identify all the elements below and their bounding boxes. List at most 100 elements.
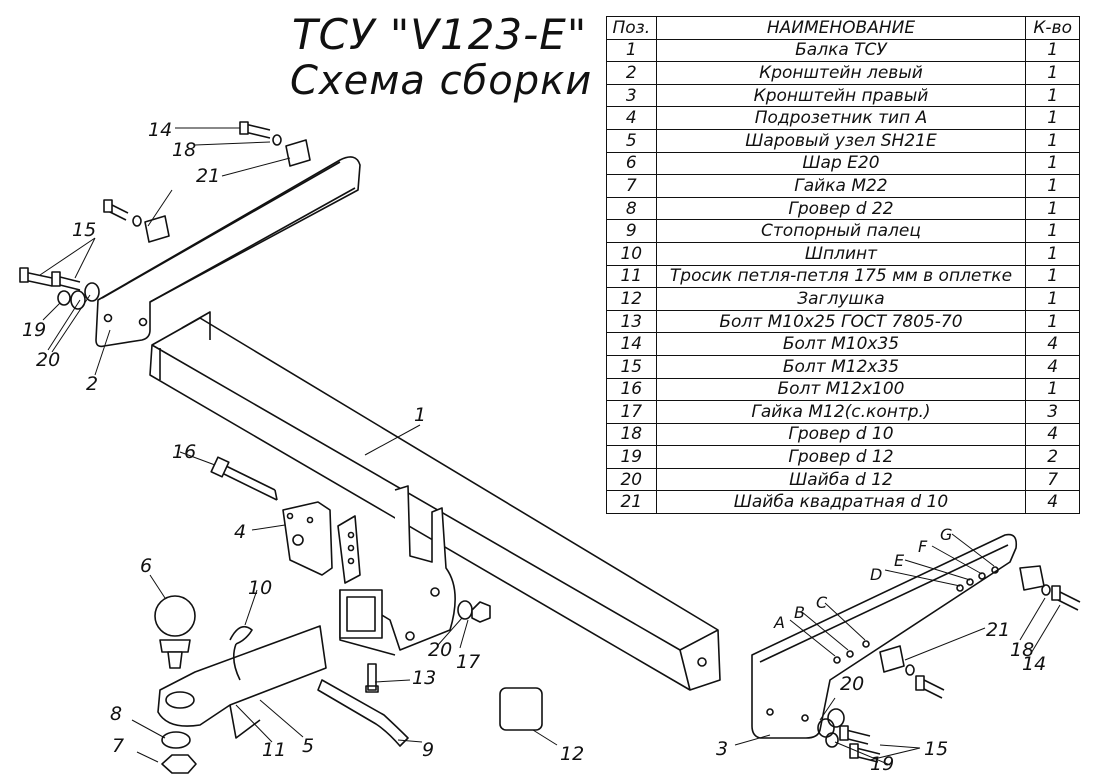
callout-14-right: 14 [1022,653,1046,675]
callout-21-right: 21 [986,619,1010,641]
callout-16: 16 [172,441,196,463]
callout-15-right: 15 [924,738,948,760]
row-name: Тросик петля-петля 175 мм в оплетке [655,264,1027,289]
end-cap-part [499,687,543,731]
right-bracket-part [751,533,1018,739]
hole-label-d: D [870,565,882,584]
bracket-bolts-left [19,121,311,310]
row-name: Шайба d 12 [655,467,1027,492]
hole-label-e: E [894,551,905,570]
row-name: Гровер d 22 [655,196,1027,221]
row-name: Шаровый узел SH21E [655,128,1027,153]
row-name: Подрозетник тип А [655,106,1027,130]
row-pos: 11 [606,264,657,289]
hole-label-a: A [773,613,785,632]
callout-labels: 1 2 3 4 5 6 7 8 9 10 11 12 13 14 14 15 1… [22,119,1046,775]
split-pin-part [229,625,253,681]
row-name: Болт М12х100 [655,377,1027,402]
row-name: Балка ТСУ [655,38,1027,63]
tow-ball-part [154,595,196,669]
callout-17: 17 [456,651,480,673]
row-qty: 1 [1025,128,1080,153]
row-pos: 21 [606,490,657,515]
row-qty: 4 [1025,332,1080,356]
callout-20-left: 20 [36,349,60,371]
drawing-title: ТСУ "V123-E" [292,10,588,59]
long-bolt-part [210,456,278,501]
callout-12: 12 [560,743,584,765]
drawing-subtitle: Схема сборки [290,58,593,104]
header-qty: К-во [1025,16,1080,40]
table-header-row: Поз. НАИМЕНОВАНИЕ К-во [606,16,1080,40]
row-name: Стопорный палец [655,219,1027,243]
callout-4: 4 [234,521,246,543]
row-pos: 19 [606,445,657,469]
washer-12-part [457,600,473,620]
header-name: НАИМЕНОВАНИЕ [655,16,1027,40]
row-name: Кронштейн левый [655,61,1027,85]
row-qty: 1 [1025,38,1080,63]
callout-18-right: 18 [1010,639,1034,661]
row-pos: 20 [606,467,657,492]
callout-11: 11 [262,739,286,761]
callout-20-mid: 20 [428,639,452,661]
bracket-bolts-right [817,565,1081,763]
short-bolt-part [365,663,379,693]
row-pos: 1 [606,38,657,63]
nut-m22-part [161,754,197,774]
header-pos: Поз. [606,16,657,40]
row-qty: 4 [1025,490,1080,515]
callout-3: 3 [716,738,728,760]
lock-pin-part [317,679,409,747]
callout-1: 1 [414,404,426,426]
hole-label-c: C [816,593,828,612]
callout-20-right: 20 [840,673,864,695]
callout-5: 5 [302,735,314,757]
hole-label-b: B [794,603,805,622]
callout-8: 8 [110,703,122,725]
row-name: Шар E20 [655,151,1027,176]
callout-7: 7 [112,735,124,757]
callout-6: 6 [140,555,152,577]
callout-14-left: 14 [148,119,172,141]
callout-10: 10 [248,577,272,599]
hole-label-f: F [918,537,928,556]
washer-22-part [161,731,191,749]
row-name: Болт М10х35 [655,332,1027,356]
callout-19-right: 19 [870,753,894,775]
ball-mount-part [157,625,327,739]
leader-lines [39,127,1061,766]
row-name: Шайба квадратная d 10 [655,490,1027,515]
hole-label-g: G [940,525,952,544]
callout-18-left: 18 [172,139,196,161]
socket-plate-part [282,501,361,584]
main-beam-part [149,311,721,691]
row-pos: 18 [606,422,657,447]
row-name: Гровер d 12 [655,445,1027,469]
callout-15-left: 15 [72,219,96,241]
callout-2: 2 [86,373,98,395]
callout-19-left: 19 [22,319,46,341]
nut-m12-part [471,601,491,623]
left-bracket-part [95,156,361,348]
row-pos: 17 [606,400,657,424]
